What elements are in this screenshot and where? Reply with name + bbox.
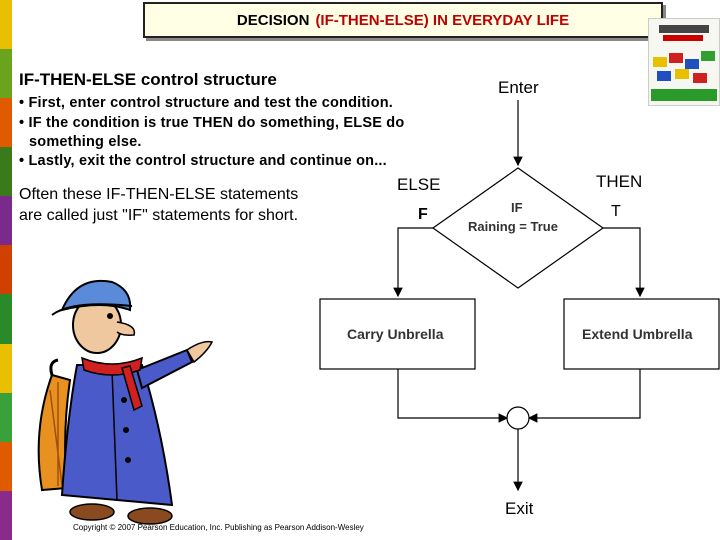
right-merge-arrow	[527, 369, 641, 423]
stripe-segment	[0, 196, 12, 246]
bullet-2-cont: something else.	[29, 134, 142, 150]
right-box-label: Extend Umbrella	[582, 326, 693, 342]
stripe-segment	[0, 294, 12, 344]
stripe-segment	[0, 441, 12, 491]
stripe-segment	[0, 245, 12, 295]
copyright-notice: Copyright © 2007 Pearson Education, Inc.…	[73, 523, 364, 532]
else-label: ELSE	[397, 175, 441, 194]
merge-connector	[506, 406, 530, 430]
left-merge-arrow	[397, 369, 509, 423]
false-mark: F	[418, 206, 428, 223]
note-line-2: are called just "IF" statements for shor…	[19, 207, 299, 224]
enter-label: Enter	[498, 78, 539, 97]
stripe-segment	[0, 49, 12, 99]
book-cover-logo	[648, 18, 720, 106]
true-branch-arrow	[603, 227, 645, 298]
condition-line-1: IF	[511, 200, 523, 215]
section-heading: IF-THEN-ELSE control structure	[19, 70, 277, 89]
left-action-box	[319, 298, 476, 370]
stripe-segment	[0, 343, 12, 393]
stripe-segment	[0, 147, 12, 197]
person-with-umbrella-illustration	[37, 279, 214, 525]
note-line-1: Often these IF-THEN-ELSE statements	[19, 186, 299, 203]
slide-title: DECISION (IF-THEN-ELSE) IN EVERYDAY LIFE	[143, 2, 663, 38]
lego-blocks-icon	[651, 25, 717, 101]
decision-diamond	[431, 167, 605, 289]
false-branch-arrow	[393, 227, 433, 298]
title-main: DECISION	[236, 11, 310, 29]
bullet-2: • IF the condition is true THEN do somet…	[19, 115, 405, 131]
left-box-label: Carry Unbrella	[347, 326, 444, 342]
true-mark: T	[611, 203, 621, 220]
bullet-1: • First, enter control structure and tes…	[19, 95, 393, 111]
then-label: THEN	[596, 172, 643, 191]
title-paren: (IF-THEN-ELSE) IN EVERYDAY LIFE	[315, 11, 570, 29]
bullet-3: • Lastly, exit the control structure and…	[19, 153, 387, 169]
condition-line-2: Raining = True	[468, 219, 558, 234]
stripe-segment	[0, 98, 12, 148]
side-color-stripe	[0, 0, 12, 540]
stripe-segment	[0, 392, 12, 442]
stripe-segment	[0, 490, 12, 540]
stripe-segment	[0, 0, 12, 50]
right-action-box	[563, 298, 720, 370]
exit-label: Exit	[505, 499, 534, 518]
